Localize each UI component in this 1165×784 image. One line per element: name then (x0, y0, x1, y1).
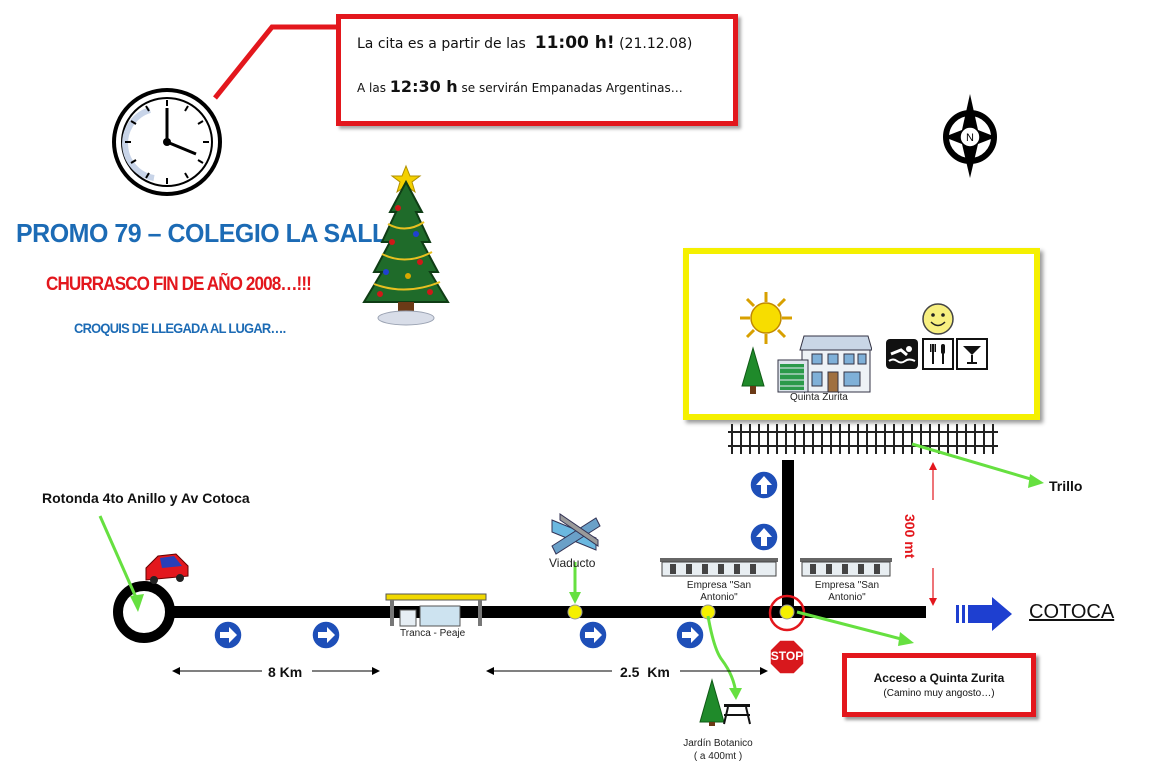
info-box: La cita es a partir de las 11:00 h! (21.… (336, 14, 738, 126)
jardin-pointer (706, 615, 738, 695)
jardin-line1: Jardín Botanico (683, 738, 753, 749)
viaducto-point (567, 604, 583, 620)
car-icon (145, 553, 189, 584)
junction-point (779, 604, 795, 620)
roundabout (113, 581, 175, 643)
tranca-label: Tranca - Peaje (400, 628, 466, 639)
map-caption: CROQUIS DE LLEGADA AL LUGAR…. (74, 320, 286, 336)
swimming-icon (886, 339, 918, 369)
stop-sign-icon (769, 639, 805, 675)
empresa-left-building-icon (660, 558, 778, 577)
jardin-botanico-label: Jardín Botanico ( a 400mt ) (668, 737, 768, 763)
acceso-title: Acceso a Quinta Zurita (873, 671, 1005, 685)
rotonda-pointer (98, 515, 140, 603)
christmas-tree-icon (362, 164, 450, 326)
empresa-left-label: Empresa "San Antonio" (676, 580, 762, 604)
railway-track (728, 424, 998, 454)
sun-icon (740, 292, 792, 344)
info-line2-prefix: A las (357, 81, 386, 95)
info-line-empanadas: A las 12:30 h se servirán Empanadas Arge… (357, 77, 683, 96)
restaurant-icon (922, 338, 954, 370)
botanical-garden-icon (699, 678, 751, 726)
cotoca-direction-arrow (956, 597, 1012, 631)
info-line2-suffix: se servirán Empanadas Argentinas… (461, 81, 683, 95)
distance-2-5km-label: 2.5 Km (620, 664, 670, 680)
toll-booth-icon (385, 593, 487, 627)
page-title: PROMO 79 – COLEGIO LA SALLE (16, 218, 403, 248)
distance-300mt-label: 300 mt (902, 514, 918, 559)
compass-north-icon: N (943, 94, 997, 178)
rotonda-label: Rotonda 4to Anillo y Av Cotoca (42, 490, 250, 506)
quinta-zurita-label: Quinta Zurita (790, 392, 848, 403)
viaducto-label: Viaducto (549, 556, 596, 570)
empresa-right-line1: Empresa "San (814, 580, 880, 591)
jardin-line2: ( a 400mt ) (693, 751, 743, 762)
empresa-left-line2: Antonio" (700, 592, 738, 603)
acceso-info-box: Acceso a Quinta Zurita (Camino muy angos… (842, 653, 1036, 717)
info-line1-time: 11:00 h! (534, 33, 615, 53)
acceso-pointer (796, 610, 906, 642)
pine-tree-icon (741, 346, 765, 394)
empresa-right-building-icon (800, 558, 892, 577)
empresa-right-line2: Antonio" (828, 592, 866, 603)
bar-cocktail-icon (956, 338, 988, 370)
trillo-label: Trillo (1049, 478, 1083, 494)
house-icon (777, 335, 872, 393)
info-line-start-time: La cita es a partir de las 11:00 h! (21.… (357, 33, 692, 53)
info-line1-prefix: La cita es a partir de las (357, 36, 526, 52)
info-line1-date: (21.12.08) (619, 36, 693, 52)
distance-8km-label: 8 Km (268, 664, 303, 680)
viaduct-icon (551, 513, 601, 555)
main-road (170, 606, 926, 618)
trillo-pointer (911, 442, 1035, 482)
smiley-icon (922, 303, 954, 335)
access-road (782, 460, 794, 612)
empresa-left-line1: Empresa "San (686, 580, 752, 591)
event-subtitle: CHURRASCO FIN DE AÑO 2008…!!! (46, 274, 312, 295)
info-line2-time: 12:30 h (389, 77, 458, 96)
acceso-subtitle: (Camino muy angosto…) (883, 688, 995, 699)
compass-letter: N (966, 132, 974, 144)
stop-sign-label: STOP (770, 649, 804, 663)
clock-icon (112, 88, 222, 196)
empresa-right-label: Empresa "San Antonio" (804, 580, 890, 604)
cotoca-label: COTOCA (1029, 601, 1115, 623)
